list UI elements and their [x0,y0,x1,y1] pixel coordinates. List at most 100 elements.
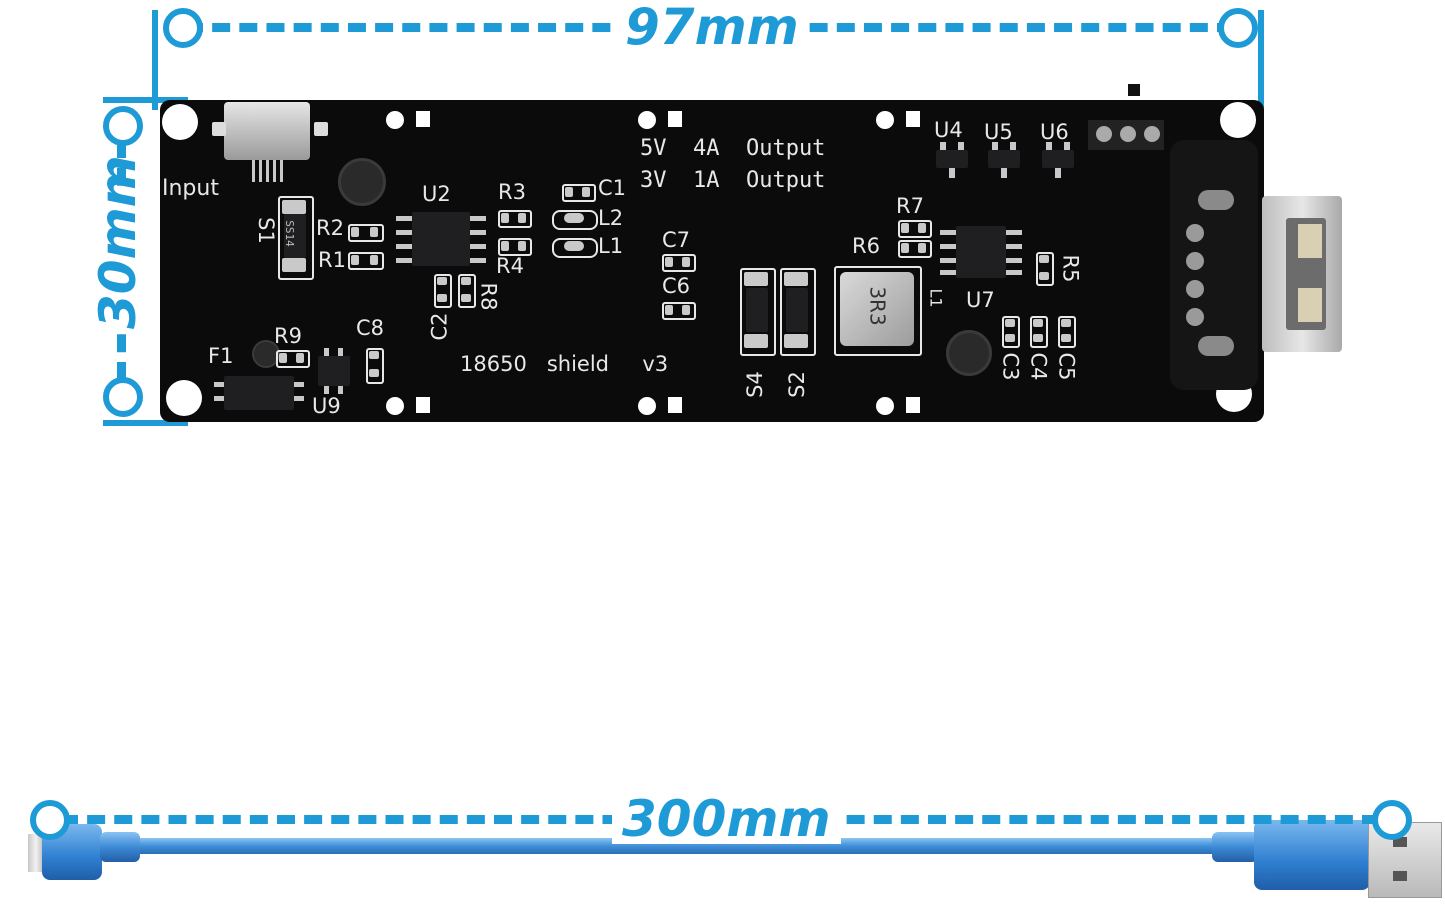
u2-pin [396,244,412,249]
micro-usb-tab [212,122,226,136]
u6-pin [1064,142,1070,150]
s1-diode-pad [282,200,306,214]
u9-chip [318,356,350,386]
s2-diode-outline [780,268,816,356]
s2-diode-pad [784,272,808,286]
u7-pin [940,270,956,275]
c6-label: C6 [662,274,691,298]
c7-pad [682,257,690,267]
c5-pad [1061,334,1071,342]
f1-chip [224,376,294,410]
micro-usb-pin [259,160,262,182]
board-version-label: 18650 shield v3 [460,352,669,376]
r7b-pad [901,243,909,253]
u9-label: U9 [312,394,341,418]
battery-via [638,111,656,129]
mounting-hole-top-right [1220,102,1256,138]
mounting-hole-bottom-left [166,380,202,416]
u7-pin [1006,258,1022,263]
u2-pin [470,244,486,249]
battery-pad [416,397,430,413]
r1-resistor [348,252,384,270]
s1-diode-pad [282,258,306,272]
solder-joint [1198,190,1234,210]
c1-capacitor [562,184,596,202]
u5-pin [1010,142,1016,150]
r8-pad [461,277,471,285]
micro-usb-pin [280,160,283,182]
usb-a-contact [1298,288,1322,322]
u4-pin [958,142,964,150]
c7-label: C7 [662,228,691,252]
c7-capacitor [662,254,696,272]
r7-resistor [898,220,932,238]
r6-label: R6 [852,234,880,258]
u2-pin [470,216,486,221]
l1-led [552,238,598,258]
micro-usb-pin [266,160,269,182]
u4-pin [940,142,946,150]
output-line-5v: 5V 4A Output [640,136,826,161]
battery-pad [668,111,682,127]
l2-label: L2 [598,206,624,230]
r8-resistor [458,274,476,308]
c6-pad [665,305,673,315]
r4-resistor [498,238,532,256]
u6-pin [1046,142,1052,150]
r1-pad [351,255,359,265]
c1-pad [565,187,573,197]
r5-resistor [1036,252,1054,286]
cable-length-dimension-label: 300mm [612,794,841,844]
u7-pin [940,258,956,263]
u9-pin [324,348,329,356]
s1-label: S1 [253,217,278,244]
u7-pin [1006,244,1022,249]
inductor-outline [834,266,922,356]
s1-diode-marking: SS14 [282,220,296,247]
r7b-resistor [898,240,932,258]
width-dimension-label: 97mm [615,2,809,52]
c7-pad [665,257,673,267]
solder-joint [1186,280,1204,298]
c4-pad [1033,334,1043,342]
r3-pad [501,213,509,223]
c1-label: C1 [598,176,627,200]
solder-joint [1198,336,1234,356]
r7b-pad [918,243,926,253]
solder-pad-large [946,330,992,376]
solder-joint [1186,224,1204,242]
r2-resistor [348,224,384,242]
height-dimension-top-extension [103,97,188,103]
battery-via [876,397,894,415]
s2-diode-body [786,288,808,332]
c3-capacitor [1002,316,1020,348]
l1-pad [564,241,584,251]
height-dimension-bottom-marker [103,377,143,417]
inductor-marking: 3R3 [865,286,890,326]
usb-a-output-connector [1262,196,1342,352]
height-dimension-bottom-extension [103,420,188,426]
f1-pin [294,396,304,401]
s1-diode-outline [278,196,314,280]
s1-diode-body: SS14 [282,214,306,258]
battery-via [386,397,404,415]
c4-pad [1033,319,1043,327]
c5-capacitor [1058,316,1076,348]
u7-chip [956,226,1006,278]
f1-label: F1 [208,344,234,368]
r2-pad [351,227,359,237]
u7-pin [940,230,956,235]
height-dimension-top-marker [103,106,143,146]
l1-inductor-label: L1 [926,288,946,308]
battery-via [386,111,404,129]
c2-pad [437,294,447,302]
battery-shield-board: Input SS14 S1 R2 R1 U2 R3 R4 C2 R8 C [160,100,1264,422]
battery-pad [416,111,430,127]
pin-header [1088,120,1164,150]
c3-label: C3 [998,352,1023,381]
header-pin [1096,126,1112,142]
r5-pad [1039,255,1049,263]
cable-length-start-marker [30,800,70,840]
micro-usb-pin [252,160,255,182]
r7-pad [901,223,909,233]
